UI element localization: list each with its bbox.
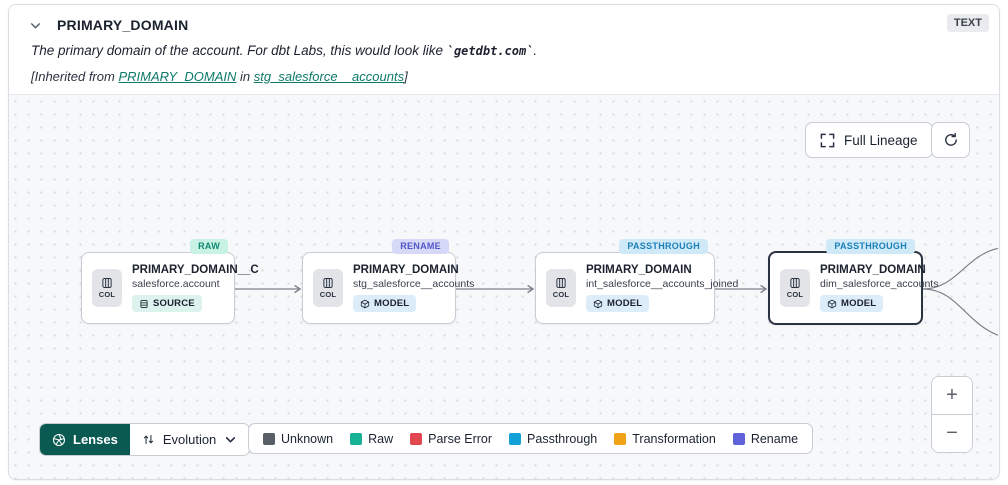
- lineage-node-stg-salesforce-accounts[interactable]: RENAME COL PRIMARY_DOMAIN stg_salesforce…: [302, 239, 474, 324]
- column-chip: COL: [313, 269, 343, 307]
- legend-label: Raw: [368, 431, 394, 446]
- inherited-note: [Inherited from PRIMARY_DOMAIN in stg_sa…: [31, 69, 408, 84]
- inherited-middle: in: [236, 69, 254, 84]
- status-badge: PASSTHROUGH: [619, 239, 708, 254]
- zoom-in-button[interactable]: +: [932, 377, 972, 414]
- status-badge: RAW: [190, 239, 228, 254]
- column-icon: [790, 278, 800, 288]
- legend-swatch: [263, 432, 275, 445]
- node-title: PRIMARY_DOMAIN: [820, 264, 926, 276]
- resource-type-badge: MODEL: [353, 295, 417, 312]
- inherited-prefix: [Inherited from: [31, 69, 119, 84]
- lineage-legend: Unknown Raw Parse Error Passthrough Tran…: [248, 423, 814, 454]
- legend-item: Unknown: [263, 432, 333, 446]
- model-icon: [593, 299, 603, 308]
- resource-type-label: MODEL: [374, 298, 410, 309]
- zoom-out-button[interactable]: −: [932, 415, 972, 452]
- legend-item: Transformation: [614, 432, 716, 446]
- column-chip: COL: [546, 269, 576, 307]
- legend-label: Parse Error: [428, 431, 493, 446]
- lenses-label: Lenses: [73, 432, 118, 447]
- evolution-icon: [143, 434, 153, 445]
- resource-type-badge: MODEL: [820, 295, 884, 312]
- data-type-badge: TEXT: [946, 14, 989, 32]
- legend-label: Rename: [750, 431, 799, 446]
- column-icon: [556, 278, 566, 288]
- full-lineage-label: Full Lineage: [844, 132, 918, 148]
- legend-item: Raw: [350, 432, 393, 446]
- lens-aperture-icon: [52, 433, 66, 446]
- lenses-button[interactable]: Lenses: [40, 424, 130, 455]
- status-badge: PASSTHROUGH: [826, 239, 915, 254]
- legend-swatch: [732, 432, 745, 445]
- column-chip-label: COL: [98, 290, 116, 299]
- node-subtitle: stg_salesforce__accounts: [353, 278, 475, 290]
- zoom-controls: + −: [931, 376, 973, 453]
- lineage-node-int-salesforce-accounts-joined[interactable]: PASSTHROUGH COL PRIMARY_DOMAIN int_sales…: [535, 239, 738, 324]
- legend-swatch: [350, 432, 363, 445]
- resource-type-label: MODEL: [841, 298, 877, 309]
- chevron-down-icon[interactable]: [29, 19, 42, 32]
- column-chip: COL: [780, 269, 810, 307]
- column-chip-label: COL: [552, 290, 570, 299]
- node-subtitle: salesforce.account: [132, 278, 220, 290]
- source-icon: [140, 299, 148, 308]
- node-title: PRIMARY_DOMAIN__C: [132, 264, 259, 276]
- resource-type-label: MODEL: [607, 298, 643, 309]
- legend-label: Passthrough: [527, 431, 598, 446]
- resource-type-badge: MODEL: [586, 295, 650, 312]
- legend-label: Unknown: [281, 431, 334, 446]
- node-subtitle: dim_salesforce_accounts: [820, 278, 939, 290]
- column-header: PRIMARY_DOMAIN TEXT The primary domain o…: [9, 5, 999, 94]
- legend-swatch: [614, 432, 627, 445]
- legend-swatch: [509, 432, 522, 445]
- lens-selected-label: Evolution: [162, 432, 217, 447]
- lens-selector[interactable]: Evolution: [129, 424, 250, 455]
- lenses-control: Lenses Evolution: [39, 423, 251, 456]
- legend-swatch: [410, 432, 423, 445]
- legend-item: Parse Error: [410, 432, 492, 446]
- lineage-node-salesforce-account[interactable]: RAW COL PRIMARY_DOMAIN__C salesforce.acc…: [81, 239, 259, 324]
- description-suffix: .: [533, 43, 538, 58]
- column-title: PRIMARY_DOMAIN: [57, 17, 189, 33]
- chevron-down-icon: [226, 437, 236, 443]
- resource-type-badge: SOURCE: [132, 295, 202, 312]
- lineage-node-dim-salesforce-accounts[interactable]: PASSTHROUGH COL PRIMARY_DOMAIN dim_sales…: [768, 239, 938, 325]
- refresh-button[interactable]: [931, 122, 970, 158]
- legend-item: Rename: [732, 431, 799, 446]
- lineage-card: PRIMARY_DOMAIN TEXT The primary domain o…: [8, 4, 1000, 480]
- description-code: `getdbt.com`: [446, 44, 534, 58]
- legend-label: Transformation: [632, 431, 716, 446]
- inherited-suffix: ]: [404, 69, 408, 84]
- model-icon: [360, 299, 370, 308]
- status-badge: RENAME: [392, 239, 449, 254]
- fullscreen-icon: [820, 133, 835, 147]
- node-title: PRIMARY_DOMAIN: [353, 264, 459, 276]
- column-chip-label: COL: [786, 290, 804, 299]
- column-icon: [323, 278, 333, 288]
- model-icon: [827, 299, 837, 308]
- column-icon: [102, 278, 112, 288]
- resource-type-label: SOURCE: [153, 298, 195, 309]
- description-text: The primary domain of the account. For d…: [31, 43, 447, 58]
- inherited-model-link[interactable]: stg_salesforce__accounts: [253, 69, 405, 84]
- column-chip-label: COL: [319, 290, 337, 299]
- zoom-divider: [932, 414, 972, 415]
- lineage-canvas[interactable]: RAW COL PRIMARY_DOMAIN__C salesforce.acc…: [9, 94, 999, 479]
- refresh-icon: [944, 132, 957, 146]
- inherited-column-link[interactable]: PRIMARY_DOMAIN: [118, 69, 237, 84]
- column-description: The primary domain of the account. For d…: [31, 43, 537, 58]
- full-lineage-button[interactable]: Full Lineage: [805, 122, 933, 158]
- column-chip: COL: [92, 269, 122, 307]
- node-subtitle: int_salesforce__accounts_joined: [586, 278, 739, 290]
- node-title: PRIMARY_DOMAIN: [586, 264, 692, 276]
- legend-item: Passthrough: [509, 432, 597, 446]
